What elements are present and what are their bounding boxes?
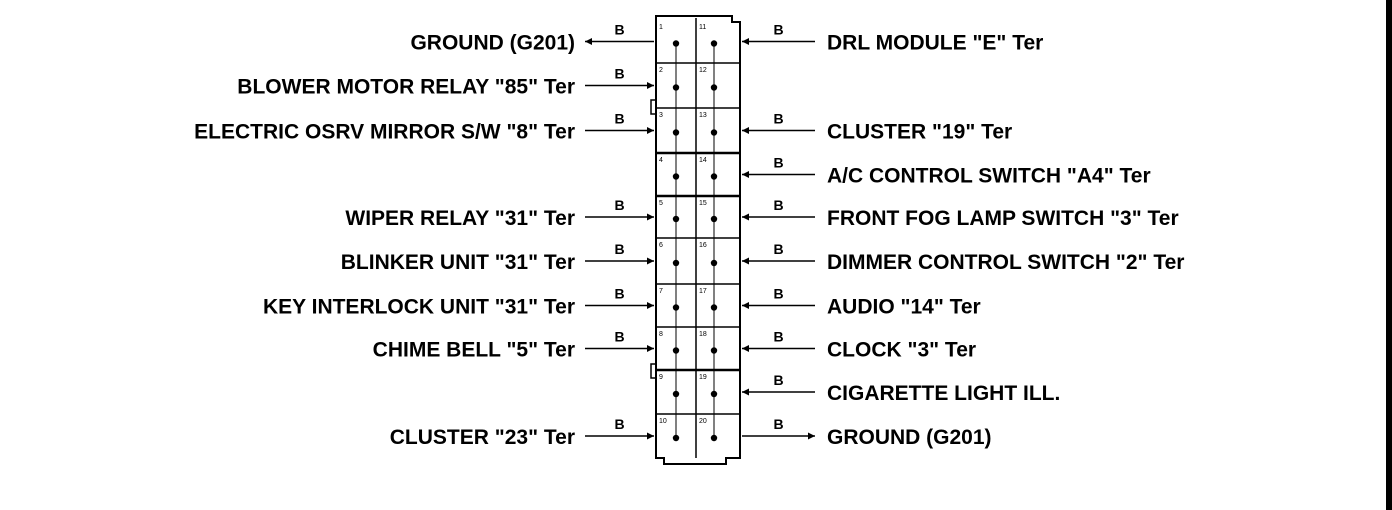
circuit-label: ELECTRIC OSRV MIRROR S/W "8" Ter (194, 121, 575, 144)
left-labels: B GROUND (G201) B BLOWER MOTOR RELAY "85" T… (194, 22, 654, 449)
arrowhead (647, 127, 654, 134)
right-wire-10: B GROUND (G201) (742, 416, 992, 449)
right-wire-7: B AUDIO "14" Ter (742, 286, 981, 319)
right-wire-1: B DRL MODULE "E" Ter (742, 22, 1043, 55)
right-wire-4: B A/C CONTROL SWITCH "A4" Ter (742, 155, 1151, 188)
wire-color-label: B (774, 22, 784, 38)
arrowhead (742, 127, 749, 134)
wire-color-label: B (615, 111, 625, 127)
wire-color-label: B (774, 111, 784, 127)
wire-color-label: B (615, 241, 625, 257)
circuit-label: CLOCK "3" Ter (827, 339, 976, 362)
circuit-label: AUDIO "14" Ter (827, 296, 981, 319)
circuit-label: KEY INTERLOCK UNIT "31" Ter (263, 296, 575, 319)
arrowhead (647, 432, 654, 440)
right-wire-9: B CIGARETTE LIGHT ILL. (742, 372, 1060, 405)
circuit-label: BLINKER UNIT "31" Ter (341, 251, 575, 274)
arrowhead (647, 302, 654, 309)
left-wire-5: B WIPER RELAY "31" Ter (345, 197, 654, 230)
circuit-label: CLUSTER "19" Ter (827, 121, 1012, 144)
pin-number: 20 (699, 418, 707, 425)
pin-number: 10 (659, 418, 667, 425)
arrowhead (585, 38, 592, 45)
left-wire-1: B GROUND (G201) (410, 22, 654, 55)
circuit-label: DIMMER CONTROL SWITCH "2" Ter (827, 251, 1184, 274)
circuit-label: FRONT FOG LAMP SWITCH "3" Ter (827, 207, 1179, 230)
arrowhead (647, 345, 654, 352)
wire-color-label: B (615, 329, 625, 345)
pin-number: 7 (659, 288, 663, 295)
wire-color-label: B (774, 286, 784, 302)
pin-number: 13 (699, 112, 707, 119)
wire-color-label: B (774, 241, 784, 257)
pin-number: 18 (699, 331, 707, 338)
wire-color-label: B (615, 22, 625, 38)
circuit-label: DRL MODULE "E" Ter (827, 32, 1043, 55)
left-wire-8: B CHIME BELL "5" Ter (373, 329, 654, 362)
left-wire-7: B KEY INTERLOCK UNIT "31" Ter (263, 286, 654, 319)
arrowhead (742, 257, 749, 265)
circuit-label: CLUSTER "23" Ter (390, 426, 575, 449)
arrowhead (647, 213, 654, 221)
right-edge-bar (1386, 0, 1392, 510)
circuit-label: A/C CONTROL SWITCH "A4" Ter (827, 165, 1151, 188)
wire-color-label: B (774, 372, 784, 388)
left-wire-3: B ELECTRIC OSRV MIRROR S/W "8" Ter (194, 111, 654, 144)
arrowhead (742, 38, 749, 45)
arrowhead (647, 257, 654, 265)
circuit-label: GROUND (G201) (410, 32, 575, 55)
left-wire-2: B BLOWER MOTOR RELAY "85" Ter (237, 66, 654, 99)
wire-color-label: B (615, 416, 625, 432)
pin-number: 2 (659, 67, 663, 74)
circuit-label: BLOWER MOTOR RELAY "85" Ter (237, 76, 575, 99)
left-wire-6: B BLINKER UNIT "31" Ter (341, 241, 654, 274)
arrowhead (647, 82, 654, 89)
connector-notch (650, 99, 657, 115)
wire-color-label: B (615, 66, 625, 82)
circuit-label: CIGARETTE LIGHT ILL. (827, 382, 1060, 405)
wire-color-label: B (774, 197, 784, 213)
right-wire-5: B FRONT FOG LAMP SWITCH "3" Ter (742, 197, 1179, 230)
pin-number: 6 (659, 242, 663, 249)
circuit-label: WIPER RELAY "31" Ter (345, 207, 575, 230)
arrowhead (742, 345, 749, 352)
pin-number: 11 (699, 24, 706, 31)
arrowhead (742, 302, 749, 309)
wire-color-label: B (615, 286, 625, 302)
arrowhead (808, 432, 815, 440)
right-wire-3: B CLUSTER "19" Ter (742, 111, 1012, 144)
circuit-label: CHIME BELL "5" Ter (373, 339, 575, 362)
wire-color-label: B (774, 329, 784, 345)
pin-number: 8 (659, 331, 663, 338)
pin-number: 19 (699, 374, 707, 381)
pin-number: 14 (699, 157, 707, 164)
pin-number: 1 (659, 24, 663, 31)
right-wire-6: B DIMMER CONTROL SWITCH "2" Ter (742, 241, 1184, 274)
pin-number: 3 (659, 112, 663, 119)
arrowhead (742, 213, 749, 221)
arrowhead (742, 171, 749, 178)
connector-notch (650, 363, 657, 379)
arrowhead (742, 388, 749, 396)
pin-number: 5 (659, 200, 663, 207)
right-wire-8: B CLOCK "3" Ter (742, 329, 976, 362)
pin-number: 4 (659, 157, 663, 164)
wire-color-label: B (774, 416, 784, 432)
pin-number: 12 (699, 67, 707, 74)
left-wire-10: B CLUSTER "23" Ter (390, 416, 654, 449)
wire-color-label: B (774, 155, 784, 171)
connector-outline (655, 15, 741, 465)
pin-number: 17 (699, 288, 707, 295)
pin-number: 15 (699, 200, 707, 207)
pin-number: 9 (659, 374, 663, 381)
circuit-label: GROUND (G201) (827, 426, 992, 449)
wire-color-label: B (615, 197, 625, 213)
pin-number: 16 (699, 242, 707, 249)
